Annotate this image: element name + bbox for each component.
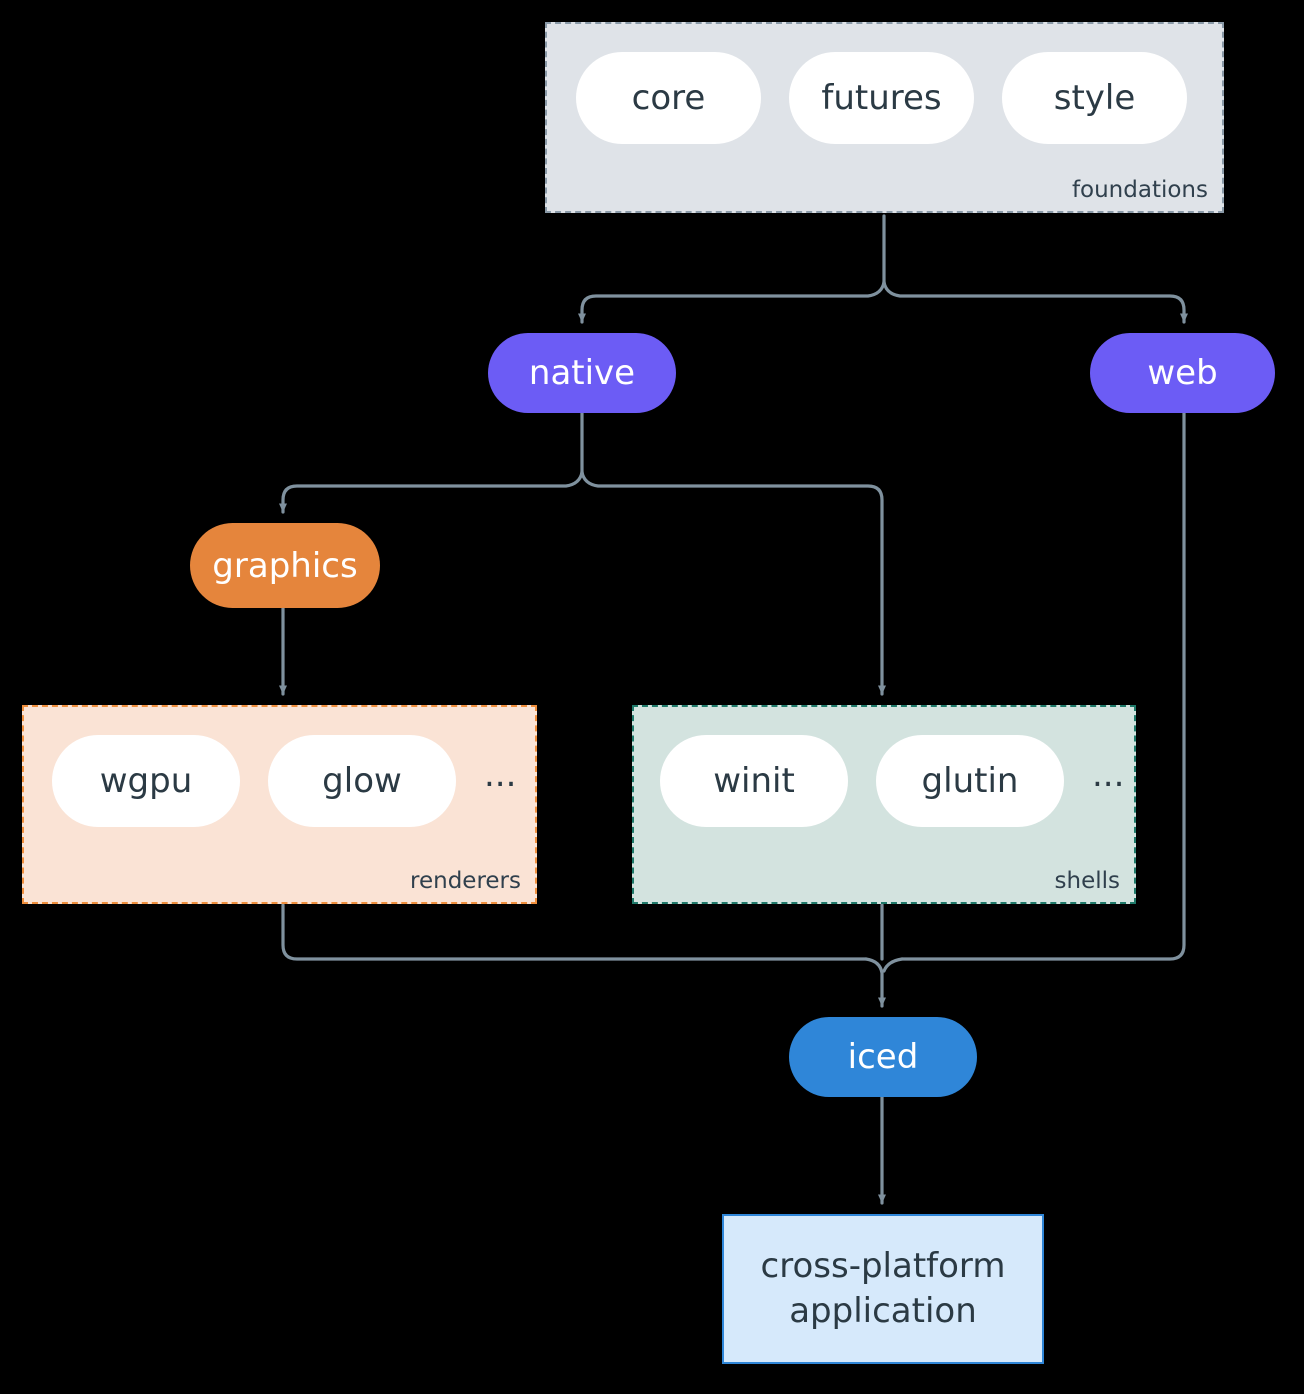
edge-merge-right-joint bbox=[882, 957, 904, 973]
shells-ellipsis: ... bbox=[1092, 755, 1125, 795]
edge-native-to-graphics bbox=[279, 470, 584, 514]
cluster-label-shells: shells bbox=[1054, 868, 1120, 894]
cluster-label-renderers: renderers bbox=[410, 868, 521, 894]
pill-style[interactable]: style bbox=[1002, 52, 1187, 144]
node-native[interactable]: native bbox=[488, 333, 676, 413]
edge-renderers-to-iced bbox=[281, 903, 868, 961]
node-graphics[interactable]: graphics bbox=[190, 523, 380, 608]
pill-wgpu[interactable]: wgpu bbox=[52, 735, 240, 827]
renderers-items: wgpu glow ... bbox=[52, 735, 516, 827]
edge-web-to-iced bbox=[900, 411, 1186, 961]
edge-foundations-to-native bbox=[578, 280, 886, 324]
edge-foundations-to-web bbox=[882, 280, 1188, 324]
application-label-line2: application bbox=[789, 1291, 977, 1331]
cluster-renderers: wgpu glow ... renderers bbox=[22, 705, 537, 904]
pill-winit[interactable]: winit bbox=[660, 735, 848, 827]
pill-core[interactable]: core bbox=[576, 52, 761, 144]
node-cross-platform-application[interactable]: cross-platform application bbox=[722, 1214, 1044, 1364]
node-web[interactable]: web bbox=[1090, 333, 1275, 413]
application-label-line1: cross-platform bbox=[760, 1246, 1006, 1287]
node-iced[interactable]: iced bbox=[789, 1017, 977, 1097]
pill-glow[interactable]: glow bbox=[268, 735, 456, 827]
renderers-ellipsis: ... bbox=[484, 755, 517, 795]
cluster-foundations: core futures style foundations bbox=[545, 22, 1224, 213]
edge-native-to-shells bbox=[580, 470, 886, 696]
pill-futures[interactable]: futures bbox=[789, 52, 974, 144]
cluster-shells: winit glutin ... shells bbox=[632, 705, 1136, 904]
cluster-label-foundations: foundations bbox=[1071, 177, 1208, 203]
foundations-items: core futures style bbox=[576, 52, 1187, 144]
pill-glutin[interactable]: glutin bbox=[876, 735, 1064, 827]
edge-merge-to-iced bbox=[864, 957, 886, 1008]
shells-items: winit glutin ... bbox=[660, 735, 1124, 827]
